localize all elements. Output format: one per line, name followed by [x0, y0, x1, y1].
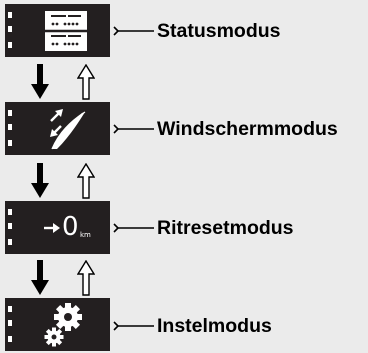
settings-mode-box — [5, 298, 110, 351]
windshield-icon — [50, 109, 86, 150]
trip-reset-unit: km — [80, 231, 91, 239]
trip-reset-mode-box: 0 km — [5, 201, 110, 254]
label-pointer — [113, 26, 154, 36]
button-notch — [8, 320, 12, 326]
trip-reset-mode-label: Ritresetmodus — [157, 217, 294, 239]
button-notch — [8, 110, 12, 116]
button-notch — [8, 306, 12, 312]
button-notch — [8, 239, 12, 245]
label-pointer — [113, 321, 154, 331]
down-arrow — [31, 260, 49, 295]
button-notch — [8, 140, 12, 146]
status-mode-box — [5, 4, 110, 57]
up-arrow — [77, 163, 95, 199]
label-pointer — [113, 124, 154, 134]
up-arrow — [77, 64, 95, 100]
windshield-mode-box — [5, 102, 110, 155]
trip-reset-value: 0 — [62, 212, 79, 242]
button-notch — [8, 12, 12, 18]
status-display-icon — [45, 11, 87, 51]
settings-mode-label: Instelmodus — [157, 315, 272, 337]
trip-reset-icon — [44, 223, 60, 233]
up-arrow — [77, 260, 95, 296]
down-arrow — [31, 163, 49, 198]
button-notch — [8, 26, 12, 32]
label-pointer — [113, 223, 154, 233]
windshield-mode-label: Windschermmodus — [157, 118, 338, 140]
button-notch — [8, 124, 12, 130]
settings-gears-icon — [44, 303, 82, 347]
button-notch — [8, 42, 12, 48]
button-notch — [8, 209, 12, 215]
button-notch — [8, 223, 12, 229]
button-notch — [8, 336, 12, 342]
status-mode-label: Statusmodus — [157, 20, 281, 42]
down-arrow — [31, 64, 49, 99]
